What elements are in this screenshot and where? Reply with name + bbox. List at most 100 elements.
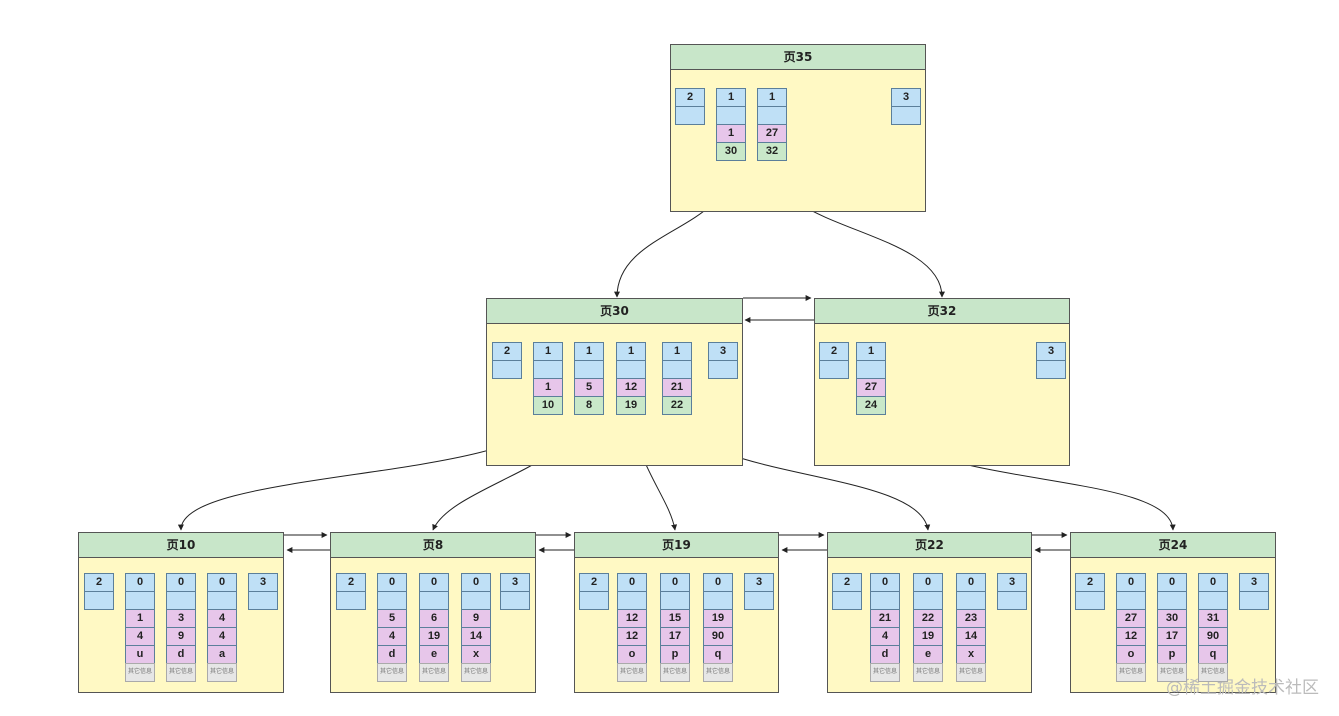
record-cell xyxy=(819,360,849,379)
record-cell: 17 xyxy=(660,627,690,646)
record-cell: 21 xyxy=(662,378,692,397)
record-cell xyxy=(617,591,647,610)
record-cell: 3 xyxy=(1036,342,1066,361)
record-cell: 14 xyxy=(461,627,491,646)
record-cell: 9 xyxy=(166,627,196,646)
record-cell: 12 xyxy=(1116,627,1146,646)
other-info-cell: 其它信息 xyxy=(1116,663,1146,682)
record-cell: e xyxy=(419,645,449,664)
record-cell: 0 xyxy=(377,573,407,592)
record-cell: 24 xyxy=(856,396,886,415)
record-cell: 22 xyxy=(662,396,692,415)
page-node: 页30 xyxy=(486,298,743,466)
record-cell: 1 xyxy=(533,378,563,397)
record-cell xyxy=(956,591,986,610)
other-info-cell: 其它信息 xyxy=(913,663,943,682)
record-cell: 23 xyxy=(956,609,986,628)
record-cell: 12 xyxy=(617,609,647,628)
record-cell: 12 xyxy=(617,627,647,646)
record-cell: 0 xyxy=(125,573,155,592)
record-cell xyxy=(1075,591,1105,610)
record-cell: 0 xyxy=(1116,573,1146,592)
record-cell xyxy=(492,360,522,379)
record-cell xyxy=(248,591,278,610)
record-column: 3 xyxy=(744,573,774,610)
record-cell: 15 xyxy=(660,609,690,628)
record-cell: 9 xyxy=(461,609,491,628)
record-cell: 3 xyxy=(891,88,921,107)
record-column: 3 xyxy=(1036,342,1066,379)
record-cell: u xyxy=(125,645,155,664)
record-cell xyxy=(1198,591,1228,610)
record-cell: x xyxy=(956,645,986,664)
record-cell xyxy=(856,360,886,379)
record-cell: 2 xyxy=(579,573,609,592)
record-cell: 4 xyxy=(870,627,900,646)
record-cell: 21 xyxy=(870,609,900,628)
record-column: 2 xyxy=(675,88,705,125)
record-cell xyxy=(166,591,196,610)
record-cell xyxy=(708,360,738,379)
record-cell: 2 xyxy=(84,573,114,592)
record-column: 2 xyxy=(819,342,849,379)
record-cell xyxy=(757,106,787,125)
record-cell: e xyxy=(913,645,943,664)
record-cell: 2 xyxy=(675,88,705,107)
record-cell: 2 xyxy=(832,573,862,592)
record-cell xyxy=(500,591,530,610)
record-cell: 12 xyxy=(616,378,646,397)
record-cell: 32 xyxy=(757,142,787,161)
record-cell: q xyxy=(703,645,733,664)
record-cell: 1 xyxy=(616,342,646,361)
other-info-cell: 其它信息 xyxy=(377,663,407,682)
record-cell: 1 xyxy=(716,88,746,107)
other-info-cell: 其它信息 xyxy=(125,663,155,682)
record-cell xyxy=(870,591,900,610)
record-cell: 0 xyxy=(419,573,449,592)
record-cell: p xyxy=(660,645,690,664)
record-cell: d xyxy=(377,645,407,664)
page-node: 页35 xyxy=(670,44,926,212)
record-column: 2 xyxy=(1075,573,1105,610)
record-column: 3 xyxy=(1239,573,1269,610)
record-cell: 90 xyxy=(1198,627,1228,646)
record-cell: 1 xyxy=(856,342,886,361)
other-info-cell: 其它信息 xyxy=(956,663,986,682)
record-cell: 14 xyxy=(956,627,986,646)
record-column: 2 xyxy=(579,573,609,610)
record-cell xyxy=(997,591,1027,610)
record-cell xyxy=(744,591,774,610)
record-cell: 19 xyxy=(616,396,646,415)
record-cell: 4 xyxy=(207,609,237,628)
record-cell: d xyxy=(870,645,900,664)
record-cell xyxy=(662,360,692,379)
record-cell xyxy=(207,591,237,610)
record-cell: 0 xyxy=(1157,573,1187,592)
record-cell: 0 xyxy=(870,573,900,592)
record-cell xyxy=(336,591,366,610)
record-cell: 90 xyxy=(703,627,733,646)
record-cell: 4 xyxy=(207,627,237,646)
record-cell: 3 xyxy=(248,573,278,592)
record-column: 3 xyxy=(891,88,921,125)
record-cell: 3 xyxy=(1239,573,1269,592)
record-cell: 27 xyxy=(856,378,886,397)
record-cell: o xyxy=(617,645,647,664)
record-cell: 5 xyxy=(574,378,604,397)
record-column: 3 xyxy=(248,573,278,610)
record-column: 2 xyxy=(84,573,114,610)
record-cell: 0 xyxy=(617,573,647,592)
record-cell: 0 xyxy=(207,573,237,592)
